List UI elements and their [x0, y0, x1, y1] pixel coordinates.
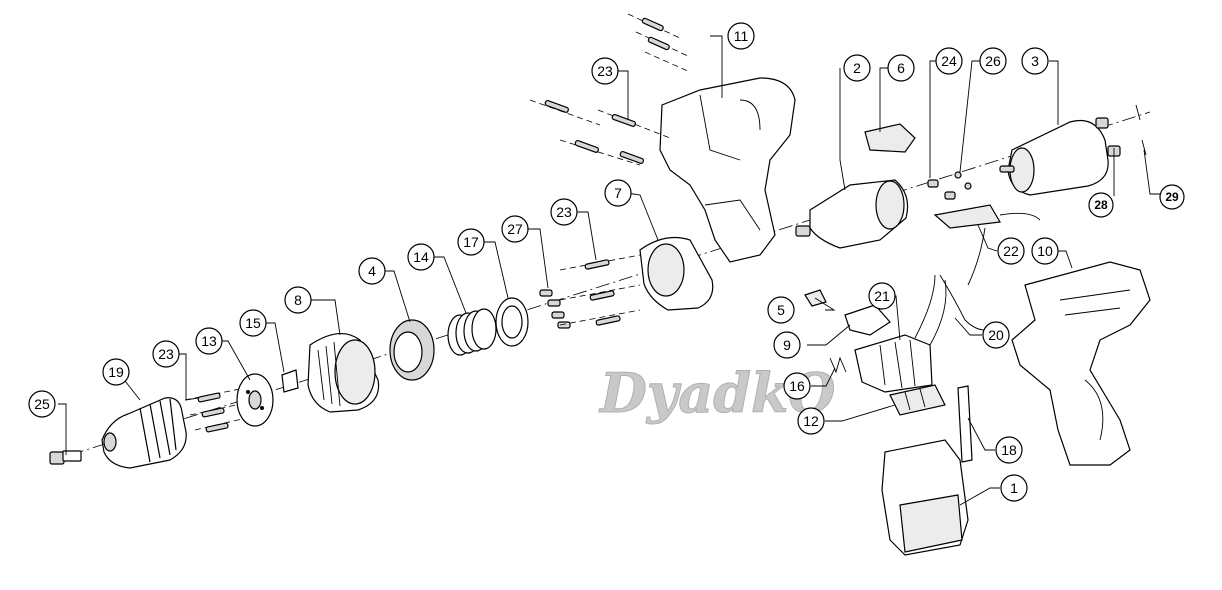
- callout-label-15: 15: [245, 315, 261, 331]
- part-13-chuck-plate: [236, 373, 274, 427]
- callout-5: 5: [767, 296, 795, 324]
- part-18-screwdriver-bit: [957, 385, 973, 463]
- callout-28: 28: [1088, 192, 1114, 218]
- part-19-keyless-chuck: [101, 397, 187, 469]
- callout-label-28: 28: [1094, 198, 1108, 212]
- part-11-housing-left-half: [659, 77, 796, 263]
- callout-13: 13: [195, 327, 223, 355]
- part-25-chuck-screw: [49, 450, 82, 465]
- callout-label-10: 10: [1037, 243, 1053, 259]
- callout-label-14: 14: [413, 249, 429, 265]
- part-15-spring-clip: [281, 369, 299, 393]
- part-21-switch: [854, 274, 947, 393]
- callout-label-7: 7: [614, 185, 622, 201]
- assembly-axis: [69, 111, 1151, 456]
- callout-2: 2: [843, 54, 871, 82]
- callout-label-11: 11: [734, 28, 749, 44]
- callout-label-19: 19: [108, 364, 124, 380]
- part-24-screws: [927, 179, 956, 200]
- callout-label-9: 9: [783, 337, 791, 353]
- callout-14: 14: [407, 243, 435, 271]
- callout-label-17: 17: [463, 234, 479, 250]
- part-3-motor: [999, 119, 1109, 196]
- callout-label-20: 20: [988, 327, 1004, 343]
- callout-label-1: 1: [1010, 480, 1018, 496]
- part-29-screw: [1135, 104, 1147, 156]
- part-4-ring: [389, 319, 435, 381]
- callout-label-6: 6: [897, 60, 905, 76]
- part-7-gearbox-housing: [639, 237, 714, 311]
- part-23-mid-screws: [559, 254, 641, 326]
- callout-10: 10: [1031, 237, 1059, 265]
- callout-4: 4: [358, 257, 386, 285]
- callout-leaders: [58, 35, 1160, 506]
- part-6-bracket: [864, 123, 916, 153]
- callout-label-8: 8: [294, 292, 302, 308]
- part-26-washers: [954, 171, 972, 190]
- callout-16: 16: [783, 372, 811, 400]
- callout-label-27: 27: [507, 221, 523, 237]
- callout-22: 22: [997, 237, 1025, 265]
- part-1-battery: [881, 439, 969, 556]
- watermark: DyadkO: [598, 361, 835, 425]
- callout-29: 29: [1159, 184, 1185, 210]
- part-10-housing-right-half: [1011, 261, 1151, 466]
- callout-27: 27: [501, 215, 529, 243]
- callout-3: 3: [1021, 47, 1049, 75]
- callout-label-23-mid: 23: [556, 204, 572, 220]
- callout-label-21: 21: [874, 288, 890, 304]
- callout-24: 24: [935, 47, 963, 75]
- callout-label-25: 25: [34, 396, 50, 412]
- callout-11: 11: [727, 22, 755, 50]
- callout-label-23-top: 23: [597, 63, 613, 79]
- part-16-spring: [829, 356, 847, 374]
- callout-label-3: 3: [1031, 53, 1039, 69]
- callout-26: 26: [979, 47, 1007, 75]
- callout-label-13: 13: [201, 333, 217, 349]
- callout-label-12: 12: [803, 413, 819, 429]
- part-27-pins: [539, 289, 571, 329]
- part-20-wiring: [939, 274, 986, 331]
- callout-23-mid: 23: [550, 198, 578, 226]
- callout-20: 20: [982, 321, 1010, 349]
- part-22-led-board: [933, 204, 1041, 286]
- callout-15: 15: [239, 309, 267, 337]
- callout-17: 17: [457, 228, 485, 256]
- part-14-spring: [447, 308, 497, 356]
- callout-19: 19: [102, 358, 130, 386]
- callout-25: 25: [28, 390, 56, 418]
- callout-7: 7: [604, 179, 632, 207]
- callout-label-5: 5: [777, 302, 785, 318]
- callout-label-26: 26: [985, 53, 1001, 69]
- part-2-gearbox-assembly: [795, 179, 909, 249]
- callout-label-16: 16: [789, 378, 805, 394]
- callout-9: 9: [773, 331, 801, 359]
- part-8-clutch-collar: [307, 333, 380, 413]
- callout-label-29: 29: [1165, 190, 1179, 204]
- part-17-washer: [495, 297, 529, 347]
- part-12-battery-terminal: [889, 384, 946, 416]
- callout-1: 1: [1000, 474, 1028, 502]
- callout-label-4: 4: [368, 263, 376, 279]
- callout-18: 18: [995, 436, 1023, 464]
- callout-8: 8: [284, 286, 312, 314]
- callout-23-top: 23: [591, 57, 619, 85]
- callout-label-22: 22: [1003, 243, 1019, 259]
- callout-label-24: 24: [941, 53, 957, 69]
- part-9-trigger: [844, 304, 891, 336]
- callout-21: 21: [868, 282, 896, 310]
- callout-23-front: 23: [152, 340, 180, 368]
- callout-label-2: 2: [853, 60, 861, 76]
- callout-6: 6: [887, 54, 915, 82]
- callout-12: 12: [797, 407, 825, 435]
- callout-label-23-front: 23: [158, 346, 174, 362]
- part-23-top-screws: [529, 13, 691, 166]
- callout-label-18: 18: [1001, 442, 1017, 458]
